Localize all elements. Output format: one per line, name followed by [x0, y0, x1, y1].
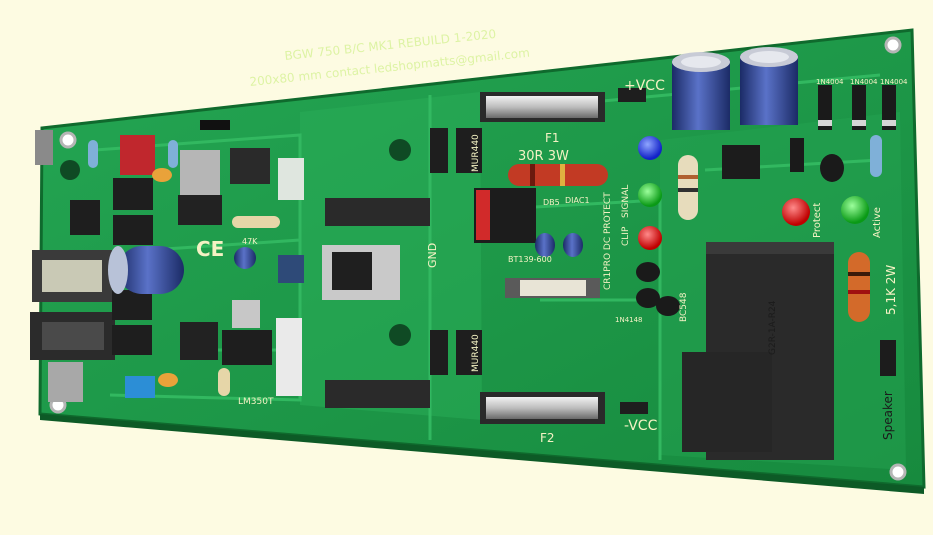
- speaker-connector: [880, 340, 896, 376]
- led-protect-red: [782, 198, 810, 226]
- label-diac: DIAC1: [565, 196, 590, 205]
- bc548-transistors: [636, 154, 844, 316]
- pos-vcc-connector: [618, 88, 646, 102]
- label-gnd: GND: [426, 243, 439, 268]
- speaker-relay: [682, 242, 834, 460]
- label-lm350t: LM350T: [238, 397, 274, 407]
- label-bt139: BT139-600: [508, 255, 552, 264]
- label-resistor-30r: 30R 3W: [518, 149, 569, 164]
- fuse-f1: [480, 92, 605, 122]
- label-dc-protect: CR1PRO DC PROTECT: [603, 192, 613, 290]
- label-bc548: BC548: [679, 292, 689, 322]
- fuse-f2: [480, 392, 605, 424]
- small-caps: [535, 233, 583, 257]
- label-speaker: Speaker: [881, 391, 895, 440]
- label-relay-code: G2R-1A-R24: [768, 300, 778, 355]
- label-clip: CLIP: [621, 226, 631, 246]
- led-blue: [638, 136, 662, 160]
- led-signal-green: [638, 183, 662, 207]
- label-fuse2: F2: [540, 431, 555, 445]
- label-diode-a: 1N4004: [816, 78, 844, 86]
- led-clip-red: [638, 226, 662, 250]
- left-components: [70, 120, 304, 398]
- blue-resistor: [870, 135, 882, 177]
- resistor-5k1: [848, 252, 870, 322]
- label-resistor-5k1: 5,1K 2W: [884, 265, 898, 315]
- bridge-ic: [722, 145, 760, 179]
- label-r47k: 47K: [242, 237, 258, 246]
- filter-capacitors: [672, 47, 798, 130]
- label-diode-b: 1N4004: [850, 78, 878, 86]
- label-mur-bottom: MUR440: [471, 334, 481, 372]
- resistor-beige: [678, 155, 698, 220]
- led-active-green: [841, 196, 869, 224]
- label-pos-vcc: +VCC: [624, 78, 665, 94]
- neg-vcc-connector: [620, 402, 648, 414]
- ce-mark: CE: [196, 237, 224, 261]
- ceramic-resistor: [505, 278, 600, 298]
- label-fuse1: F1: [545, 131, 560, 145]
- label-signal: SIGNAL: [621, 185, 631, 218]
- label-diode-c: 1N4004: [880, 78, 908, 86]
- label-mur-top: MUR440: [471, 134, 481, 172]
- input-connectors: [30, 130, 115, 402]
- label-protect: Protect: [812, 203, 823, 238]
- label-db5: DB5: [543, 198, 560, 207]
- resistor-30r: [508, 164, 608, 186]
- label-neg-vcc: -VCC: [624, 418, 658, 434]
- label-active: Active: [872, 207, 883, 238]
- diodes: [790, 85, 896, 172]
- label-zener: 1N4148: [615, 316, 643, 324]
- center-power-stage: [322, 128, 536, 408]
